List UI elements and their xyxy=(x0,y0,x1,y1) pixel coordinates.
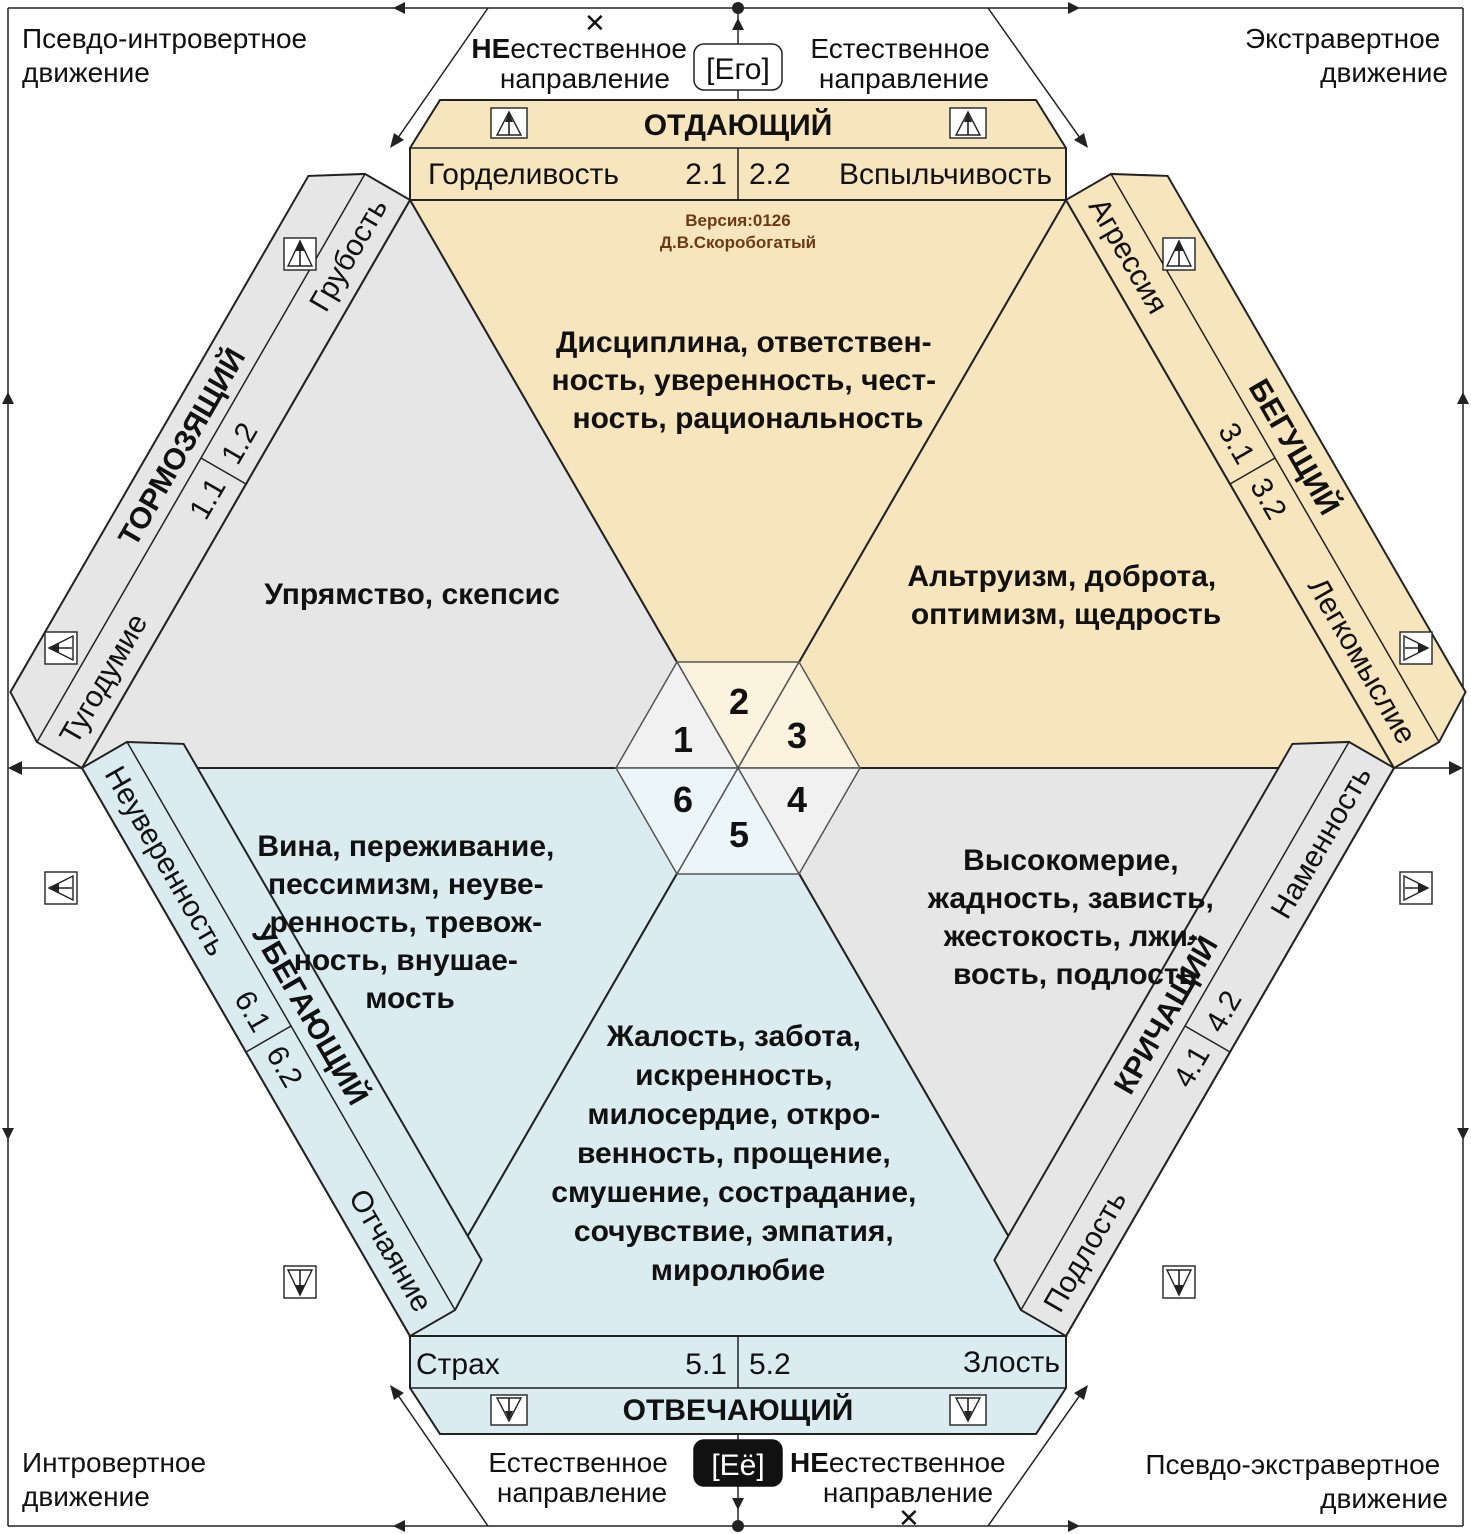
direction-arrow-icon xyxy=(390,1385,404,1400)
frame-arrow-icon xyxy=(1068,2,1080,14)
arrow-right-box-icon xyxy=(1399,631,1433,665)
center-number-4: 4 xyxy=(787,779,807,820)
top-unnatural-direction: НЕестественное xyxy=(471,33,687,64)
top-direction-lines: ✕ xyxy=(390,7,1088,148)
center-number-5: 5 xyxy=(729,814,749,855)
axis-arrow-right-icon xyxy=(1449,761,1463,775)
her-badge: [Её] xyxy=(693,1439,783,1487)
frame-arrow-icon xyxy=(1068,1520,1080,1532)
ego-badge: [Его] xyxy=(693,43,783,91)
arrow-up-box-icon xyxy=(949,107,987,139)
frame-dot-icon xyxy=(732,2,744,14)
center-sector-5 xyxy=(675,766,801,875)
version-label: Версия:0126 xyxy=(685,211,790,230)
axis-arrow-up-icon xyxy=(732,18,744,30)
frame-arrow-icon xyxy=(393,1520,405,1532)
corner-bottom-left: Интровертное движение xyxy=(22,1447,214,1512)
arrow-up-box-icon xyxy=(1162,237,1196,271)
center-number-1: 1 xyxy=(673,719,693,760)
sector-5-text: Жалость, забота, искренность, милосердие… xyxy=(551,1020,924,1287)
band-answering-title: ОТВЕЧАЮЩИЙ xyxy=(623,1393,854,1427)
arrow-up-box-icon xyxy=(283,237,317,271)
frame-arrow-icon xyxy=(1457,392,1469,404)
band-giving-left-label: Горделивость xyxy=(428,158,619,191)
top-natural-direction: Естественное направление xyxy=(810,33,997,94)
band-answering-left-code: 5.1 xyxy=(685,1348,727,1381)
band-answering-right-code: 5.2 xyxy=(749,1348,791,1381)
corner-top-right: Экстравертное движение xyxy=(1245,23,1448,88)
bottom-natural-direction: Естественное направление xyxy=(488,1447,675,1508)
arrow-down-box-icon xyxy=(1162,1265,1196,1299)
center-hexagon: 1 2 3 4 5 6 xyxy=(614,660,862,876)
direction-arrow-icon xyxy=(390,133,404,148)
frame-arrow-icon xyxy=(393,2,405,14)
frame-arrow-icon xyxy=(2,1128,14,1140)
band-answering: Страх 5.1 5.2 Злость ОТВЕЧАЮЩИЙ xyxy=(409,1335,1067,1435)
sector-1-text: Упрямство, скепсис xyxy=(264,578,560,611)
arrow-right-box-icon xyxy=(1399,871,1433,905)
sector-3-text: Альтруизм, доброта, оптимизм, щедрость xyxy=(907,560,1224,631)
direction-arrow-icon xyxy=(1074,1385,1088,1400)
axis-arrow-down-icon xyxy=(732,1498,744,1510)
frame-arrow-icon xyxy=(2,392,14,404)
author-label: Д.В.Скоробогатый xyxy=(660,233,816,252)
frame-arrow-icon xyxy=(1457,1128,1469,1140)
center-number-2: 2 xyxy=(729,681,749,722)
arrow-down-box-icon xyxy=(949,1394,987,1426)
frame-dot-icon xyxy=(732,1520,744,1532)
corner-top-left: Псевдо-интровертное движение xyxy=(22,23,315,88)
band-giving-left-code: 2.1 xyxy=(685,158,727,191)
band-giving-right-label: Вспыльчивость xyxy=(839,158,1052,191)
sector-6-text: Вина, переживание, пессимизм, неуве- рен… xyxy=(257,830,562,1015)
cross-mark-icon: ✕ xyxy=(898,1503,920,1533)
arrow-down-box-icon xyxy=(283,1265,317,1299)
band-answering-right-label: Злость xyxy=(963,1346,1060,1379)
bottom-unnatural-direction-line2: направление xyxy=(823,1477,993,1508)
center-number-3: 3 xyxy=(787,715,807,756)
her-badge-label: [Её] xyxy=(711,1449,764,1482)
arrow-left-box-icon xyxy=(44,871,78,905)
band-giving-right-code: 2.2 xyxy=(749,158,791,191)
band-giving-title: ОТДАЮЩИЙ xyxy=(644,108,833,142)
sector-2-text: Дисциплина, ответствен- ность, увереннос… xyxy=(551,326,944,435)
arrow-left-box-icon xyxy=(44,631,78,665)
arrow-up-box-icon xyxy=(490,107,528,139)
ego-badge-label: [Его] xyxy=(706,53,770,86)
axis-arrow-left-icon xyxy=(8,761,22,775)
bottom-unnatural-direction: НЕестественное xyxy=(790,1447,1006,1478)
center-number-6: 6 xyxy=(673,779,693,820)
arrow-down-box-icon xyxy=(490,1394,528,1426)
cross-mark-icon: ✕ xyxy=(584,8,606,38)
band-answering-left-label: Страх xyxy=(416,1348,500,1381)
top-unnatural-direction-line2: направление xyxy=(500,63,670,94)
band-giving: ОТДАЮЩИЙ Горделивость 2.1 2.2 Вспыльчиво… xyxy=(409,99,1067,201)
bottom-direction-lines: ✕ xyxy=(390,1385,1088,1533)
sector-4-text: Высокомерие, жадность, зависть, жестокос… xyxy=(927,844,1223,991)
band-fleeing-shape xyxy=(80,740,483,1338)
corner-bottom-right: Псевдо-экстравертное движение xyxy=(1145,1449,1448,1514)
direction-arrow-icon xyxy=(1074,133,1088,148)
